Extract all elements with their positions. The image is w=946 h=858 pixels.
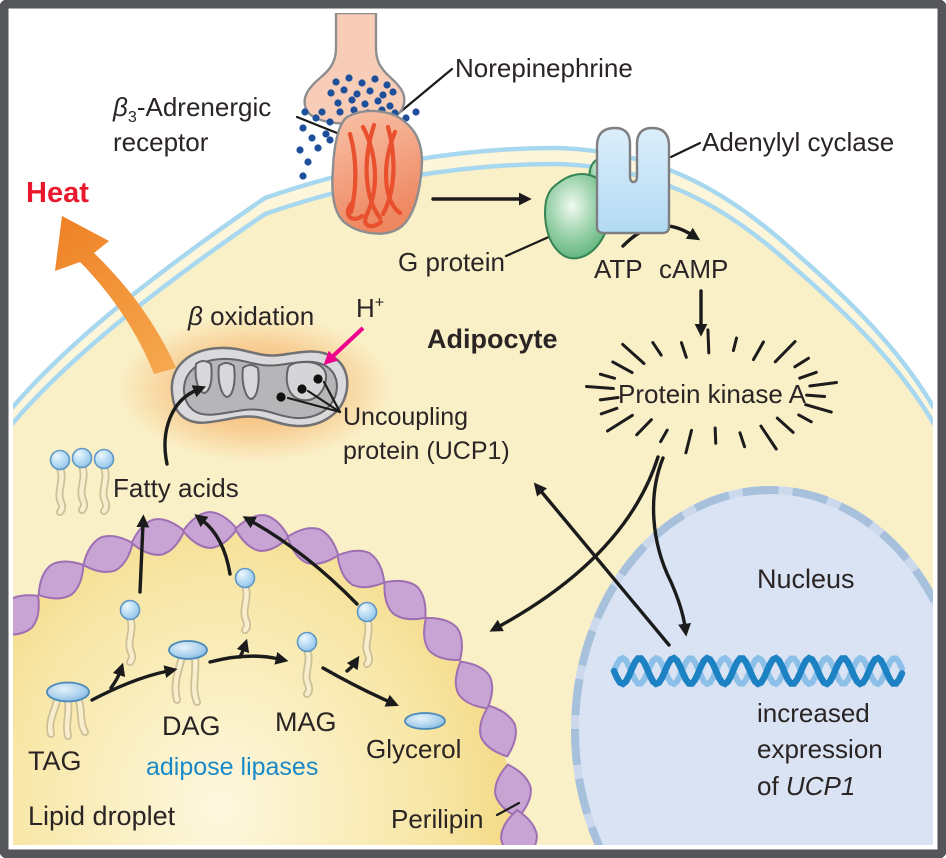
arrow-fa-release-2 [194,514,232,576]
pointer-adenylyl-cyclase [669,141,702,159]
arrow-mag-to-glycerol [321,666,399,707]
arrow-tag-to-dag [90,665,178,702]
label-tag: TAG [28,746,82,776]
pointer-gprotein [504,234,553,258]
arrow-dag-branch [236,638,250,659]
label-g-protein: G protein [398,247,505,277]
tag-molecule [46,681,90,740]
label-lipid-droplet: Lipid droplet [28,801,176,831]
label-heat: Heat [26,177,89,209]
dag-molecule [168,640,208,706]
label-h-plus: H+ [356,293,385,323]
beta3-adrenergic-receptor-shape [331,109,424,235]
pointer-norepinephrine [397,67,454,115]
dna-helix [610,654,906,688]
adenylyl-cyclase-shape [595,126,671,235]
label-adipose-lipases: adipose lipases [146,753,319,781]
pointer-ucp1-a [286,396,342,414]
arrow-dna-to-ucp1 [533,482,671,647]
arrow-pka-to-perilipin [489,455,660,632]
label-camp: cAMP [659,254,729,284]
fatty-acid-trio [51,449,114,513]
ucp1-dots [276,374,323,402]
label-norepinephrine: Norepinephrine [455,53,633,83]
arrow-fa-release-3 [242,516,359,606]
label-glycerol: Glycerol [366,734,462,764]
heat-arrow [55,216,176,374]
arrow-fa-release-1 [136,514,150,594]
arrow-pka-to-dna [651,456,691,637]
label-atp: ATP [594,254,643,284]
inner-frame [6,6,940,852]
label-perilipin: Perilipin [391,804,484,834]
label-protein-kinase-a: Protein kinase A [618,379,806,409]
label-adenylyl-cyclase: Adenylyl cyclase [702,127,895,157]
pka-activation-burst [584,328,839,455]
pointer-perilipin [495,801,521,817]
label-beta-oxidation: β oxidation [188,301,315,331]
arrow-mag-branch [345,655,360,673]
pointer-lines [286,67,702,817]
glycerol-molecule [404,712,446,730]
label-adipocyte: Adipocyte [427,324,558,354]
label-dag: DAG [162,711,221,741]
label-fatty-acids: Fatty acids [113,473,239,503]
arrow-fattyacids-to-mitochondrion [163,385,206,466]
label-mag: MAG [275,707,337,737]
pointer-ucp1-b [306,389,342,414]
label-nucleus: Nucleus [757,564,855,594]
arrow-h-plus [323,326,365,365]
pointer-ucp1-c [322,380,342,414]
arrow-tag-branch [109,662,126,690]
arrow-dag-to-mag [208,651,289,665]
